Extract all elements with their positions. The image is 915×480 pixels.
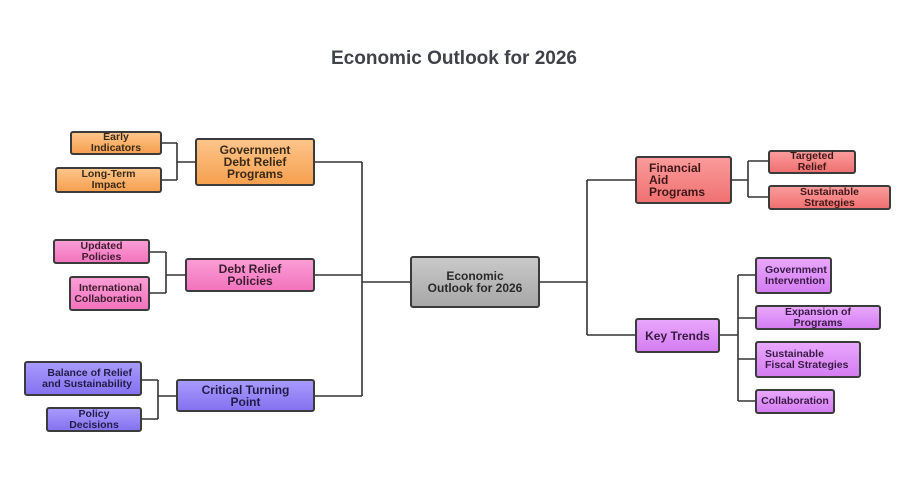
connector-critical <box>142 379 176 420</box>
connector-financial-aid <box>732 160 768 198</box>
connector-gov-debt <box>162 142 195 181</box>
connector-key-trends <box>720 274 755 402</box>
node-financial-aid-programs: Financial Aid Programs <box>635 156 732 204</box>
diagram-title: Economic Outlook for 2026 <box>331 48 577 69</box>
node-government-debt-relief: Government Debt Relief Programs <box>195 138 315 186</box>
node-international-collaboration: International Collaboration <box>69 276 150 311</box>
node-balance-relief-sustainability: Balance of Relief and Sustainability <box>24 361 142 396</box>
node-government-intervention: Government Intervention <box>755 257 832 294</box>
node-critical-turning-point: Critical Turning Point <box>176 379 315 412</box>
node-sustainable-strategies: Sustainable Strategies <box>768 185 891 210</box>
center-node: Economic Outlook for 2026 <box>410 256 540 308</box>
node-sustainable-fiscal-strategies: Sustainable Fiscal Strategies <box>755 341 861 378</box>
connector-center-right <box>540 179 635 336</box>
node-key-trends: Key Trends <box>635 318 720 353</box>
node-updated-policies: Updated Policies <box>53 239 150 264</box>
node-debt-relief-policies: Debt Relief Policies <box>185 258 315 292</box>
node-targeted-relief: Targeted Relief <box>768 150 856 174</box>
node-early-indicators: Early Indicators <box>70 131 162 155</box>
node-long-term-impact: Long-Term Impact <box>55 167 162 193</box>
connector-debt-policies <box>150 251 185 294</box>
node-policy-decisions: Policy Decisions <box>46 407 142 432</box>
node-collaboration: Collaboration <box>755 389 835 414</box>
connector-center-left <box>315 161 410 397</box>
node-expansion-of-programs: Expansion of Programs <box>755 305 881 330</box>
